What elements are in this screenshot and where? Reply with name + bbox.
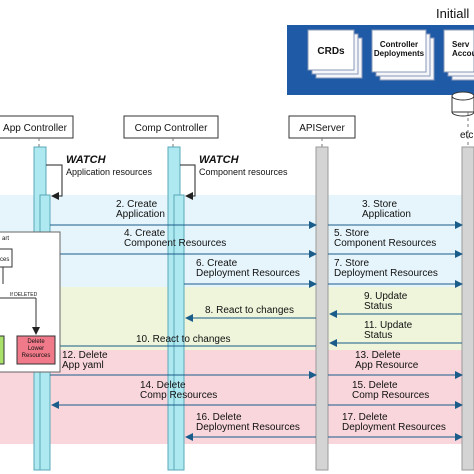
activation-comp-controller-inner bbox=[173, 194, 185, 471]
doc-service-accounts: ServAccou bbox=[443, 29, 474, 81]
participant-app-controller bbox=[0, 115, 74, 139]
participant-apiserver-label: APIServer bbox=[299, 123, 345, 134]
etcd-database-icon bbox=[451, 91, 474, 117]
participant-comp-controller bbox=[123, 115, 219, 139]
flowchart-deleted-label: If DELETED bbox=[10, 292, 38, 298]
initial-box-title: Initiall bbox=[436, 6, 469, 21]
flowchart-node-1-label: ces bbox=[0, 257, 9, 263]
watch-app-loop bbox=[46, 164, 63, 200]
doc-crds-label: CRDs bbox=[317, 46, 345, 57]
activation-apiserver bbox=[315, 146, 329, 471]
flowchart-delete-lower-node bbox=[16, 335, 56, 365]
participant-etcd-label: etc bbox=[460, 130, 473, 141]
activation-etcd bbox=[461, 146, 474, 471]
doc-crds: CRDs bbox=[307, 29, 363, 79]
msg-8-label: 8. React to changes bbox=[205, 305, 294, 316]
doc-service-accounts-label: ServAccou bbox=[452, 40, 474, 58]
watch-comp-sub: Component resources bbox=[199, 167, 288, 177]
watch-app-sub: Application resources bbox=[66, 167, 153, 177]
msg-10-label: 10. React to changes bbox=[136, 334, 231, 345]
participant-comp-controller-label: Comp Controller bbox=[135, 123, 208, 134]
delete-phase-band bbox=[0, 350, 474, 444]
watch-app-title: WATCH bbox=[66, 154, 107, 166]
participant-app-controller-label: App Controller bbox=[3, 123, 68, 134]
watch-comp-title: WATCH bbox=[199, 154, 240, 166]
watch-comp-loop bbox=[180, 164, 196, 200]
flowchart-start-label: art bbox=[2, 236, 9, 242]
create-phase-band bbox=[0, 195, 474, 287]
flowchart-green-node bbox=[0, 335, 5, 365]
